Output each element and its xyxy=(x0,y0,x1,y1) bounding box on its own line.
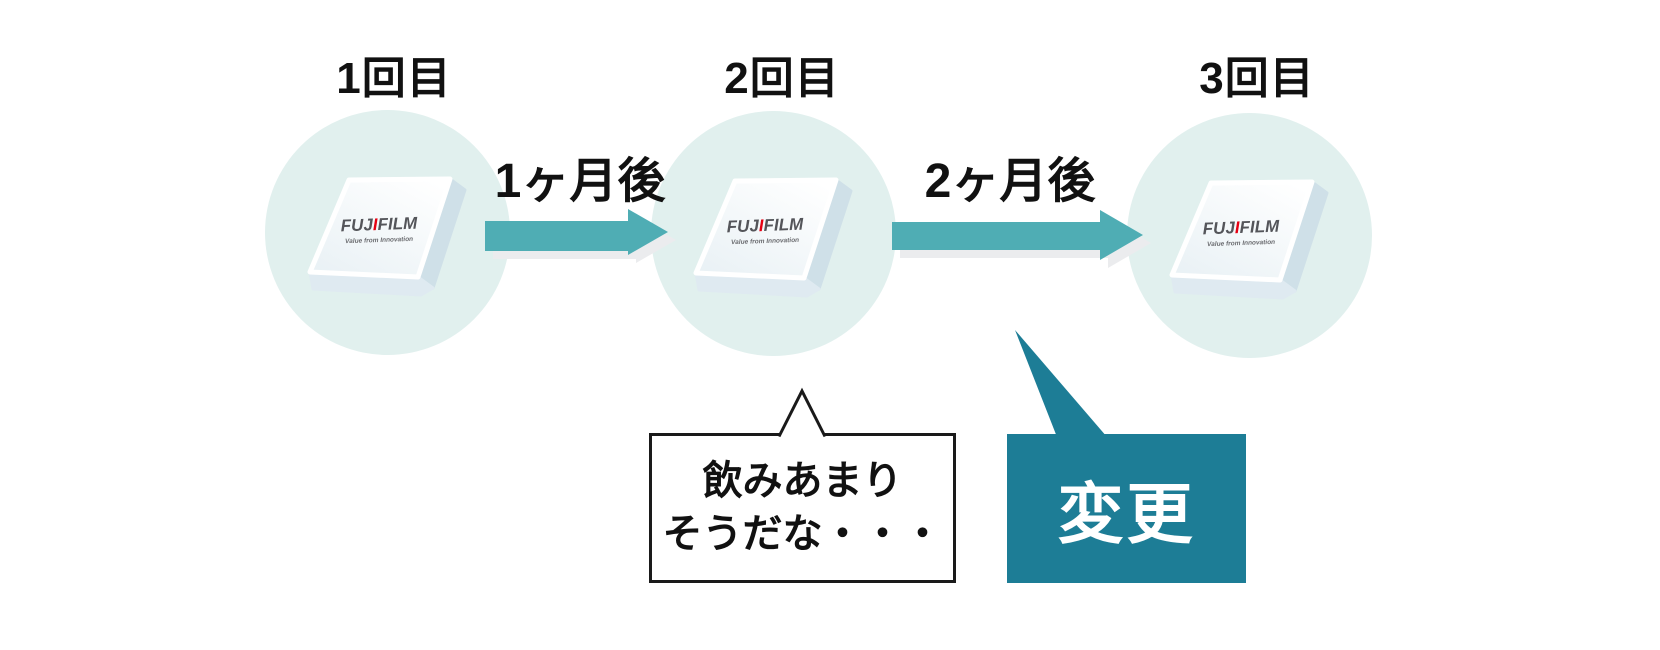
arrow-right-icon-1 xyxy=(485,209,676,263)
step-label-3: 3回目 xyxy=(1199,54,1315,103)
product-box-illustration-2: FUJIFILM Value from Innovation xyxy=(693,177,852,298)
step-label-2: 2回目 xyxy=(724,54,840,103)
fujifilm-tagline: Value from Innovation xyxy=(345,236,413,245)
interval-label-2-months: 2ヶ月後 xyxy=(924,155,1096,208)
thought-bubble: 飲みあまり そうだな・・・ xyxy=(649,433,956,583)
thought-bubble-line-2: そうだな・・・ xyxy=(662,512,943,556)
box-top-face xyxy=(693,177,838,281)
product-box-illustration-1: FUJIFILM Value from Innovation xyxy=(307,176,466,297)
change-callout: 変更 xyxy=(1007,434,1246,583)
step-circle-1: FUJIFILM Value from Innovation xyxy=(265,110,510,355)
fujifilm-tagline: Value from Innovation xyxy=(1207,239,1275,248)
change-callout-tail-icon xyxy=(1015,330,1107,437)
step-label-1: 1回目 xyxy=(336,54,452,103)
thought-bubble-pointer-icon xyxy=(777,387,827,438)
interval-label-1-month: 1ヶ月後 xyxy=(494,155,666,208)
fujifilm-logo: FUJIFILM xyxy=(1202,217,1280,239)
product-box-illustration-3: FUJIFILM Value from Innovation xyxy=(1169,179,1328,300)
change-callout-label: 変更 xyxy=(1057,476,1196,551)
box-top-face xyxy=(307,176,452,280)
step-circle-2: FUJIFILM Value from Innovation xyxy=(651,111,896,356)
arrow-body xyxy=(892,210,1143,260)
step-circle-3: FUJIFILM Value from Innovation xyxy=(1127,113,1372,358)
thought-bubble-line-1: 飲みあまり xyxy=(702,459,903,504)
arrow-body xyxy=(485,209,668,255)
arrow-right-icon-2 xyxy=(892,210,1151,268)
box-top-face xyxy=(1169,179,1314,283)
fujifilm-logo: FUJIFILM xyxy=(726,215,804,237)
fujifilm-logo: FUJIFILM xyxy=(340,214,418,236)
fujifilm-tagline: Value from Innovation xyxy=(731,237,799,246)
